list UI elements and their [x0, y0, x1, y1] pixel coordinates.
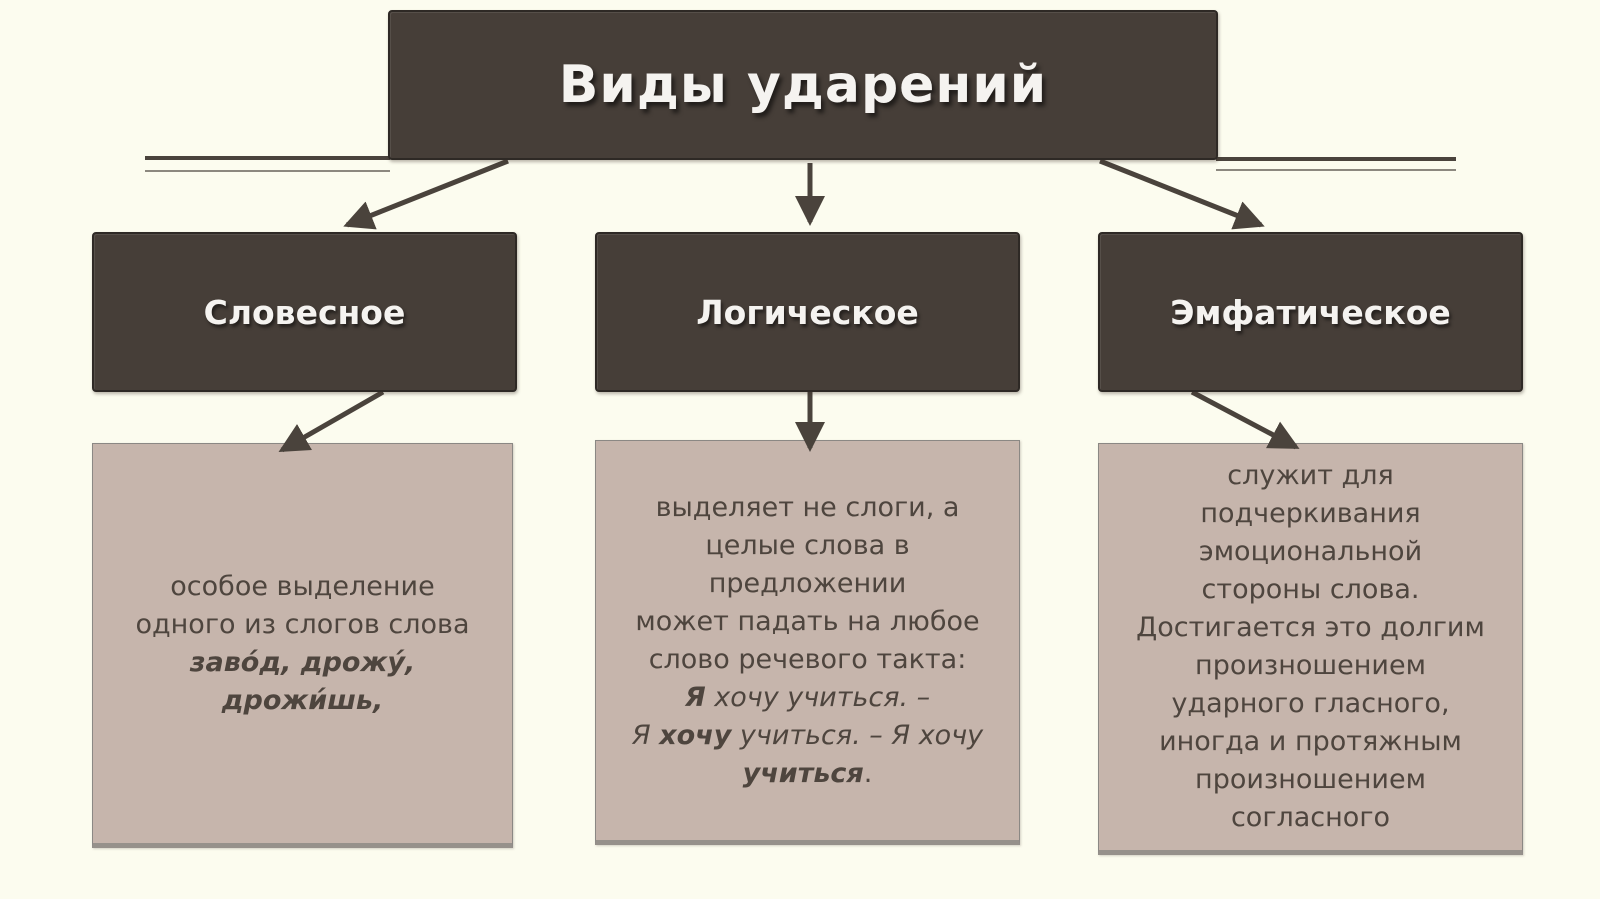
category-label-emfaticheskoe: Эмфатическое: [1170, 292, 1451, 332]
description-box-logicheskoe: выделяет не слоги, а целые слова в предлож…: [595, 440, 1020, 845]
category-box-logicheskoe: Логическое: [595, 232, 1020, 392]
description-line: выделяет не слоги, а: [655, 491, 960, 523]
description-line: слово речевого такта:: [648, 643, 967, 675]
arrow-title-to-emfaticheskoe: [1099, 158, 1265, 230]
description-box-emfaticheskoe: служит для подчеркивания эмоциональной стор…: [1098, 443, 1523, 855]
title-box: Виды ударений: [388, 10, 1218, 160]
description-line: может падать на любое: [635, 605, 980, 637]
category-box-slovesnoe: Словесное: [92, 232, 517, 392]
description-line: ударного гласного,: [1171, 688, 1450, 719]
description-line: подчеркивания: [1200, 498, 1421, 529]
diagram-title: Виды ударений: [558, 55, 1048, 115]
arrow-slovesnoe-to-description: [278, 389, 385, 453]
description-line: Достигается это долгим: [1136, 612, 1485, 643]
description-line: эмоциональной: [1198, 536, 1423, 567]
description-line: произношением: [1195, 764, 1426, 795]
description-line: одного из слогов слова: [135, 608, 470, 640]
description-line: Я хочу учиться. – Я хочу: [631, 719, 984, 751]
description-box-slovesnoe: особое выделение одного из слогов слова за…: [92, 443, 513, 848]
description-line: служит для: [1227, 460, 1394, 491]
description-line: учиться.: [742, 757, 873, 789]
description-line: иногда и протяжным: [1159, 726, 1462, 757]
category-label-logicheskoe: Логическое: [696, 292, 919, 332]
description-line: целые слова в: [705, 529, 910, 561]
category-box-emfaticheskoe: Эмфатическое: [1098, 232, 1523, 392]
description-line: Я хочу учиться. –: [684, 681, 931, 713]
description-line: заво́д, дрожу́,: [189, 646, 416, 678]
description-line: особое выделение: [170, 570, 435, 602]
arrow-title-to-slovesnoe: [343, 158, 509, 230]
description-line: стороны слова.: [1201, 574, 1420, 605]
description-line: дрожи́шь,: [221, 684, 384, 716]
description-line: согласного: [1230, 802, 1391, 833]
description-line: предложении: [708, 567, 907, 599]
description-line: произношением: [1195, 650, 1426, 681]
arrow-emfaticheskoe-to-description: [1190, 389, 1300, 450]
category-label-slovesnoe: Словесное: [203, 292, 406, 332]
